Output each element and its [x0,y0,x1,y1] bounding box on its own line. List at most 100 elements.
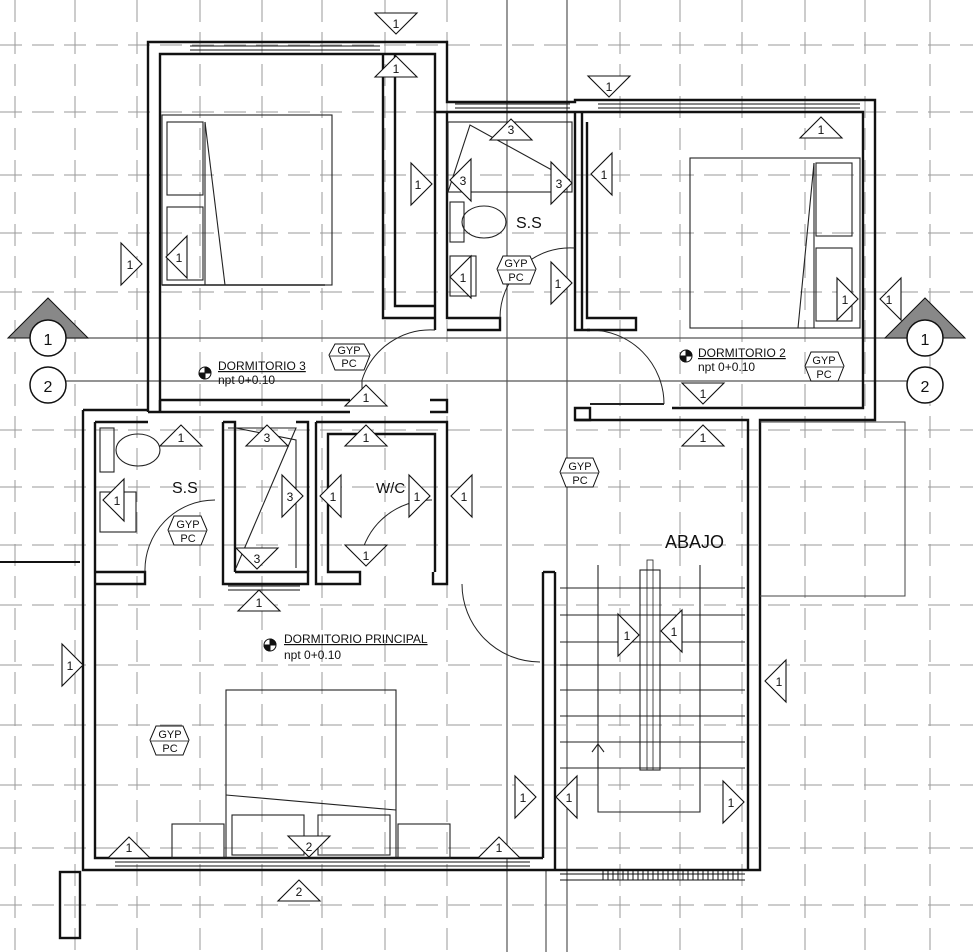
wall-marker: 3 [281,473,304,519]
wall-marker: 1 [617,612,640,658]
level-marker [198,366,212,380]
svg-text:3: 3 [287,490,294,504]
ceiling-tag: GYP PC [496,255,537,285]
wall-marker: 1 [61,642,84,688]
wall-marker: 1 [550,260,573,306]
room-level-dormitorio-2: npt 0+0.10 [698,360,755,374]
wall-marker: 1 [410,161,433,207]
ceiling-tag: GYP PC [167,515,208,546]
level-marker [679,349,693,363]
wall-marker: 1 [165,234,188,280]
svg-text:GYP: GYP [504,258,527,270]
stair [560,559,745,813]
svg-text:PC: PC [816,369,831,381]
ceiling-tag: GYP PC [559,457,600,488]
svg-text:3: 3 [460,174,467,188]
svg-text:3: 3 [556,177,563,191]
wall-marker: 1 [408,473,431,519]
room-name-ss-lower: S.S [172,480,198,497]
axis-marker-left-2: 2 [29,366,67,404]
svg-text:1: 1 [393,17,400,31]
wall-marker: 1 [450,473,473,519]
wall-marker: 1 [373,12,419,35]
wall-marker: 1 [343,544,389,567]
svg-text:PC: PC [341,358,356,370]
svg-text:1: 1 [363,431,370,445]
svg-text:1: 1 [67,659,74,673]
wall-marker: 1 [319,473,342,519]
wall-marker: 1 [120,241,143,287]
svg-text:1: 1 [671,625,678,639]
wall-marker: 1 [660,608,683,654]
wall-marker: 1 [102,477,125,523]
wall-marker: 1 [449,254,472,300]
svg-text:1: 1 [415,178,422,192]
wall-marker: 1 [722,779,745,825]
svg-text:1: 1 [601,168,608,182]
room-name-ss-upper: S.S [516,215,542,232]
wall-marker: 1 [373,55,419,78]
wall-marker: 3 [550,160,573,206]
wall-marker: 3 [234,547,280,570]
svg-text:3: 3 [508,123,515,137]
wall-marker: 1 [514,774,537,820]
room-name-dormitorio-3: DORMITORIO 3 [218,359,306,373]
svg-text:3: 3 [254,552,261,566]
wall-marker: 1 [586,75,632,98]
svg-text:GYP: GYP [812,355,835,367]
svg-text:2: 2 [306,840,313,854]
svg-text:1: 1 [555,277,562,291]
svg-text:1: 1 [176,251,183,265]
room-name-dormitorio-2: DORMITORIO 2 [698,346,786,360]
svg-text:GYP: GYP [568,461,591,473]
wall-marker: 3 [449,157,472,203]
wall-marker: 1 [798,116,844,139]
wall-marker: 1 [106,836,152,859]
svg-text:1: 1 [127,258,134,272]
svg-text:3: 3 [264,431,271,445]
column [58,870,82,940]
wall-markers: 1 1 1 1 2 3 1 1 3 1 1 1 3 1 1 1 1 2 1 1 … [61,12,902,902]
wall-marker: 1 [590,151,613,197]
wall-marker: 1 [236,589,282,612]
svg-text:2: 2 [296,885,303,899]
svg-text:1: 1 [700,387,707,401]
room-level-dormitorio-3: npt 0+0.10 [218,373,275,387]
room-name-dormitorio-principal: DORMITORIO PRINCIPAL [284,632,428,646]
svg-text:1: 1 [363,391,370,405]
svg-text:1: 1 [520,791,527,805]
svg-text:1: 1 [414,490,421,504]
wall-marker: 1 [555,774,578,820]
wall-marker: 1 [764,658,787,704]
wall-marker: 2 [286,835,332,858]
svg-text:1: 1 [496,841,503,855]
windows [115,45,860,881]
slab-outline [760,421,906,597]
svg-text:1: 1 [393,62,400,76]
svg-text:1: 1 [624,629,631,643]
svg-text:2: 2 [44,379,53,396]
wall-marker: 1 [343,424,389,447]
svg-text:PC: PC [162,743,177,755]
svg-text:2: 2 [921,379,930,396]
wall-marker: 1 [343,384,389,407]
wall-marker: 2 [276,879,322,902]
walls [81,40,877,872]
svg-text:1: 1 [921,332,930,349]
furniture [99,114,861,859]
svg-text:GYP: GYP [337,345,360,357]
railing [602,870,739,880]
svg-text:1: 1 [178,431,185,445]
axis-marker-right-2: 2 [906,366,944,404]
stair-label: ABAJO [665,532,724,552]
svg-text:GYP: GYP [176,519,199,531]
svg-text:PC: PC [180,533,195,545]
level-marker [263,638,277,652]
svg-text:1: 1 [886,293,893,307]
svg-text:1: 1 [363,549,370,563]
wall-marker: 1 [879,276,902,322]
wall-marker: 1 [836,276,859,322]
svg-text:GYP: GYP [158,729,181,741]
